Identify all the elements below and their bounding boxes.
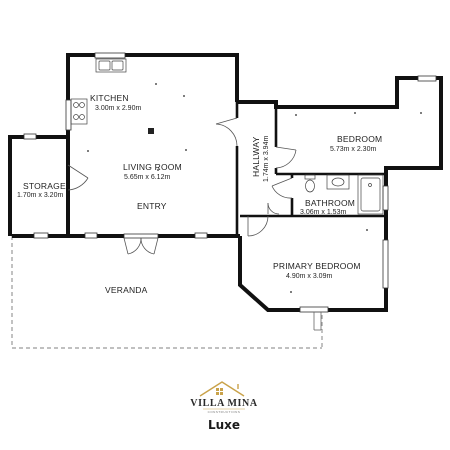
kitchen-sink-icon <box>95 58 127 73</box>
room-name: STORAGE <box>23 181 66 191</box>
bathroom-sink-icon <box>326 174 350 190</box>
room-hallway: HALLWAY 1.74m x 3.94m <box>251 136 270 182</box>
room-dimensions: 3.00m x 2.90m <box>95 105 141 112</box>
primary-bedroom-patio-door <box>313 312 322 331</box>
room-bedroom: BEDROOM 5.73m x 2.30m <box>330 134 382 153</box>
doors <box>67 117 297 237</box>
brand-tagline: CONSTRUCTIONS <box>208 410 241 414</box>
room-dimensions: 5.65m x 6.12m <box>124 174 170 181</box>
veranda-outline <box>11 236 323 349</box>
room-name: KITCHEN <box>90 93 129 103</box>
room-storage: STORAGE 1.70m x 3.20m <box>17 181 66 199</box>
room-name: PRIMARY BEDROOM <box>273 261 361 271</box>
room-name: VERANDA <box>105 285 148 295</box>
room-dimensions: 1.74m x 3.94m <box>263 136 270 182</box>
room-bathroom: BATHROOM 3.06m x 1.53m <box>300 198 355 216</box>
shower-icon <box>357 174 384 215</box>
cooktop-icon <box>70 98 88 125</box>
windows <box>23 52 437 313</box>
room-dimensions: 3.06m x 1.53m <box>300 209 346 216</box>
house-roof-icon <box>199 381 245 397</box>
light-fixture-icon <box>87 83 422 293</box>
room-dimensions: 5.73m x 2.30m <box>330 146 376 153</box>
room-living-room: LIVING ROOM 5.65m x 6.12m <box>123 162 182 181</box>
room-dimensions: 1.70m x 3.20m <box>17 192 63 199</box>
room-primary-bedroom: PRIMARY BEDROOM 4.90m x 3.09m <box>273 261 361 280</box>
interior-walls <box>66 102 386 236</box>
room-dimensions: 4.90m x 3.09m <box>286 273 332 280</box>
room-veranda: VERANDA <box>105 285 148 295</box>
plan-tier: Luxe <box>208 418 240 432</box>
room-name: BEDROOM <box>337 134 382 144</box>
room-name: BATHROOM <box>305 198 355 208</box>
veranda-french-doors <box>123 233 159 255</box>
room-name: LIVING ROOM <box>123 162 182 172</box>
brand-logo: VILLA MINA CONSTRUCTIONS Luxe <box>190 381 258 432</box>
walls <box>8 53 443 312</box>
room-kitchen: KITCHEN 3.00m x 2.90m <box>90 93 141 112</box>
room-entry: ENTRY <box>137 201 167 211</box>
brand-name: VILLA MINA <box>190 398 258 409</box>
toilet-icon <box>304 174 316 193</box>
room-name: ENTRY <box>137 201 167 211</box>
room-name: HALLWAY <box>251 136 261 177</box>
